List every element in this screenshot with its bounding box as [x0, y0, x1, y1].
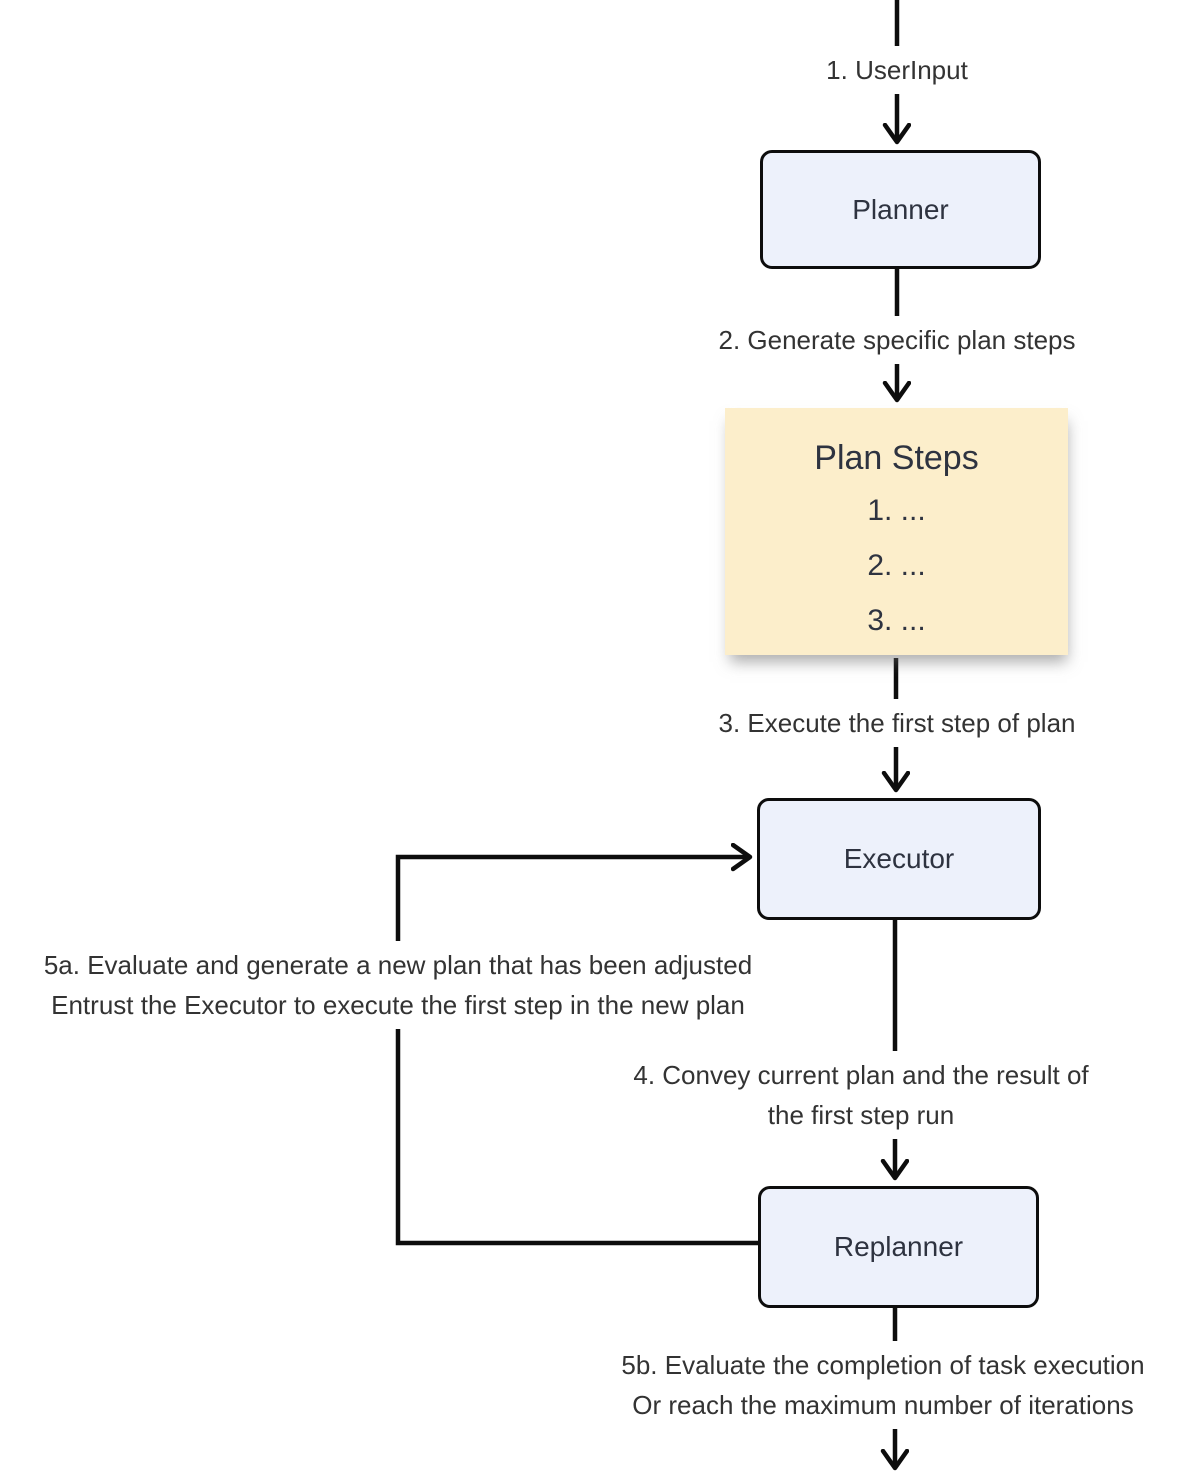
- planner-label: Planner: [852, 193, 949, 225]
- edge-label-convey-result: 4. Convey current plan and the result of…: [623, 1051, 1099, 1139]
- edge-label-convey-line1: 4. Convey current plan and the result of: [633, 1060, 1089, 1090]
- planner-node: Planner: [760, 150, 1041, 269]
- replanner-label: Replanner: [833, 1231, 964, 1262]
- edge-label-userinput: 1. UserInput: [816, 46, 978, 94]
- plan-steps-note: Plan Steps 1. ... 2. ... 3. ...: [725, 408, 1068, 655]
- edge-label-finish: 5b. Evaluate the completion of task exec…: [611, 1341, 1155, 1429]
- edge-label-generate-steps: 2. Generate specific plan steps: [708, 316, 1086, 364]
- edge-label-finish-line1: 5b. Evaluate the completion of task exec…: [621, 1350, 1145, 1380]
- edge-label-execute-first-step: 3. Execute the first step of plan: [708, 699, 1086, 747]
- plan-step-item: 3. ...: [867, 604, 926, 637]
- edge-label-replan-loop: 5a. Evaluate and generate a new plan tha…: [33, 941, 763, 1029]
- replanner-node: Replanner: [758, 1186, 1039, 1308]
- plan-step-item: 2. ...: [867, 549, 926, 582]
- edge-label-finish-line2: Or reach the maximum number of iteration…: [632, 1390, 1134, 1420]
- edge-replanner-loop-to-executor: [395, 857, 758, 1246]
- edge-label-replan-line2: Entrust the Executor to execute the firs…: [51, 990, 745, 1020]
- executor-node: Executor: [757, 798, 1041, 920]
- edge-label-convey-line2: the first step run: [767, 1100, 955, 1130]
- executor-label: Executor: [843, 843, 955, 874]
- plan-steps-title: Plan Steps: [814, 439, 979, 477]
- edge-label-replan-line1: 5a. Evaluate and generate a new plan tha…: [43, 950, 753, 980]
- plan-step-item: 1. ...: [867, 494, 926, 527]
